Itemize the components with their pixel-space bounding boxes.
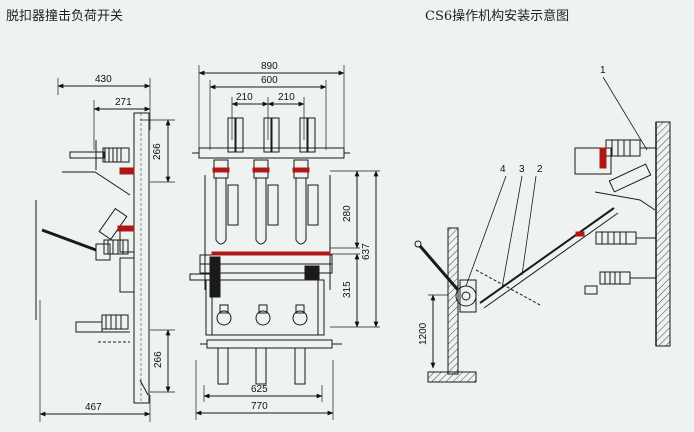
callout-4: 4 — [500, 164, 506, 175]
dim-side-430: 430 — [95, 74, 112, 85]
dim-side-266-top: 266 — [152, 143, 163, 160]
dim-front-315: 315 — [342, 281, 353, 298]
dim-mech-1200: 1200 — [418, 322, 429, 345]
callout-3: 3 — [519, 164, 525, 175]
callout-2: 2 — [537, 164, 543, 175]
dim-front-210-a: 210 — [236, 92, 253, 103]
callout-1: 1 — [600, 65, 606, 76]
dim-front-637: 637 — [361, 243, 372, 260]
mechanism-view — [414, 76, 671, 383]
caption-striker-switch: 脱扣器撞击负荷开关 — [6, 9, 124, 24]
dim-side-271: 271 — [115, 97, 132, 108]
dim-front-600: 600 — [261, 75, 278, 86]
dim-front-625: 625 — [251, 384, 268, 395]
caption-cs6-mechanism: CS6操作机构安装示意图 — [425, 9, 570, 24]
side-view — [35, 78, 175, 422]
dim-front-280: 280 — [342, 205, 353, 222]
dim-side-467: 467 — [85, 402, 102, 413]
front-view — [189, 65, 380, 420]
dim-front-770: 770 — [251, 401, 268, 412]
dim-front-210-b: 210 — [278, 92, 295, 103]
dim-side-266-bottom: 266 — [153, 351, 164, 368]
dim-front-890: 890 — [261, 61, 278, 72]
